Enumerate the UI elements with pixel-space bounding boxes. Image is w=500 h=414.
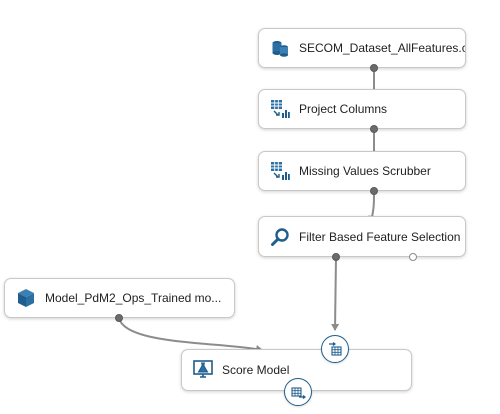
port-output-icon — [291, 387, 306, 399]
project-columns-label: Project Columns — [299, 102, 388, 116]
wire-model-to-score — [118, 317, 263, 353]
missing-values-scrubber-module[interactable]: Missing Values Scrubber — [258, 151, 466, 191]
project-columns-output-port[interactable] — [370, 125, 378, 133]
project-columns-module[interactable]: Project Columns — [258, 89, 466, 129]
scrubber-output-port[interactable] — [370, 187, 378, 195]
table-chart-icon — [269, 160, 291, 182]
magnifier-icon — [269, 226, 291, 248]
missing-values-scrubber-label: Missing Values Scrubber — [299, 164, 431, 178]
feature-selection-output-port-1[interactable] — [332, 253, 340, 261]
dataset-cylinders-icon — [269, 37, 291, 59]
cube-icon — [15, 287, 37, 309]
flask-icon — [192, 359, 214, 381]
table-chart-icon — [269, 98, 291, 120]
score-model-label: Score Model — [222, 363, 290, 377]
trained-model-output-port[interactable] — [115, 314, 123, 322]
score-model-input-port[interactable] — [321, 335, 349, 363]
feature-selection-module[interactable]: Filter Based Feature Selection — [258, 216, 466, 257]
feature-selection-label: Filter Based Feature Selection — [299, 229, 461, 244]
port-input-icon — [329, 342, 342, 356]
dataset-module-label: SECOM_Dataset_AllFeatures.cs... — [299, 41, 465, 55]
trained-model-module[interactable]: Model_PdM2_Ops_Trained mo... — [4, 278, 235, 318]
dataset-module[interactable]: SECOM_Dataset_AllFeatures.cs... — [258, 28, 466, 68]
wire-selection-to-score — [331, 256, 340, 331]
dataset-output-port[interactable] — [370, 64, 378, 72]
score-model-output-port[interactable] — [284, 378, 312, 406]
trained-model-label: Model_PdM2_Ops_Trained mo... — [45, 291, 222, 305]
feature-selection-output-port-2[interactable] — [409, 253, 417, 261]
